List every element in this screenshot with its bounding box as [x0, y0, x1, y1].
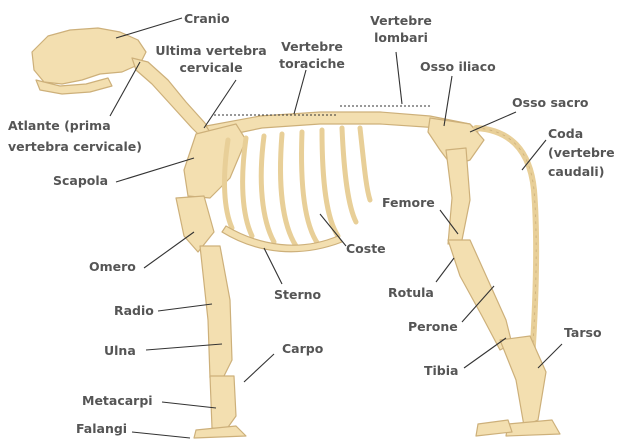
radius-ulna-bone	[200, 246, 232, 380]
label-carpo: Carpo	[282, 340, 323, 357]
label-coda: Coda (vertebre caudali)	[548, 124, 618, 181]
label-omero: Omero	[89, 258, 136, 275]
hind-foot-bone	[506, 420, 560, 436]
front-foot-bone	[194, 426, 246, 438]
label-coste: Coste	[346, 240, 386, 257]
skull-bone	[32, 28, 146, 84]
label-tibia: Tibia	[424, 362, 458, 379]
label-rotula: Rotula	[388, 284, 434, 301]
femur-bone	[446, 148, 470, 244]
label-ulna: Ulna	[104, 342, 136, 359]
label-vertebre-lombari: Vertebre lombari	[366, 12, 436, 46]
label-sterno: Sterno	[274, 286, 321, 303]
label-vertebre-toraciche: Vertebre toraciche	[272, 38, 352, 72]
label-perone: Perone	[408, 318, 458, 335]
tarsus-bone	[500, 336, 546, 426]
ribs	[225, 128, 370, 246]
label-ultima-vertebra-cervicale: Ultima vertebra cervicale	[148, 42, 274, 76]
label-metacarpi: Metacarpi	[82, 392, 153, 409]
carpus-metacarpus-bone	[210, 376, 236, 430]
sternum-bone	[222, 226, 342, 252]
label-scapola: Scapola	[53, 172, 108, 189]
label-tarso: Tarso	[564, 324, 602, 341]
label-femore: Femore	[382, 194, 435, 211]
label-falangi: Falangi	[76, 420, 127, 437]
label-cranio: Cranio	[184, 10, 230, 27]
label-osso-sacro: Osso sacro	[512, 94, 588, 111]
label-radio: Radio	[114, 302, 154, 319]
humerus-bone	[176, 196, 214, 252]
label-atlante: Atlante (prima vertebra cervicale)	[8, 115, 158, 157]
scapula-bone	[184, 124, 246, 198]
label-osso-iliaco: Osso iliaco	[420, 58, 496, 75]
